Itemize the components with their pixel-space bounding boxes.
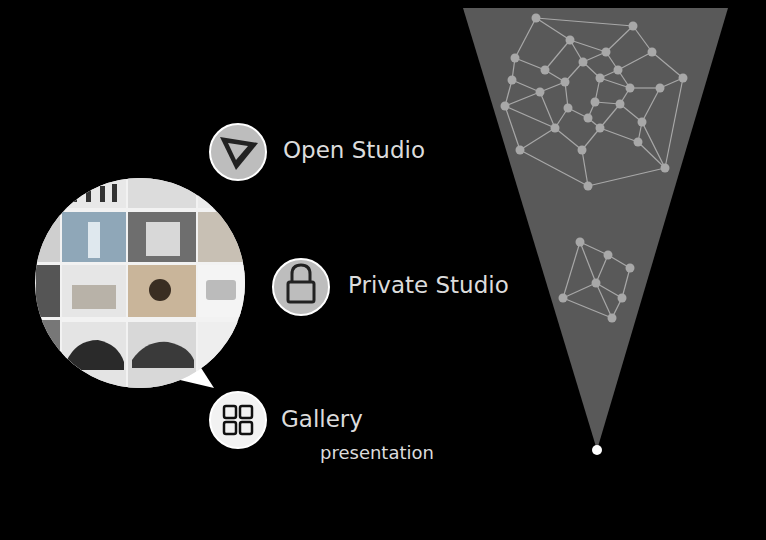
- network-dot: [626, 264, 635, 273]
- network-line: [582, 150, 588, 186]
- network-dot: [616, 100, 625, 109]
- network-dot: [579, 58, 588, 67]
- network-dot: [584, 114, 593, 123]
- network-dot: [596, 124, 605, 133]
- network-line: [618, 52, 652, 70]
- network-line: [580, 242, 596, 283]
- network-dot: [501, 102, 510, 111]
- network-dot: [564, 104, 573, 113]
- network-dot: [618, 294, 627, 303]
- menu-label: Private Studio: [348, 272, 509, 300]
- network-dot: [596, 74, 605, 83]
- origin-dot: [592, 445, 602, 455]
- network-dot: [614, 66, 623, 75]
- network-dot: [648, 48, 657, 57]
- network-dot: [578, 146, 587, 155]
- network-line: [596, 283, 612, 318]
- network-dot: [536, 88, 545, 97]
- network-line: [638, 142, 665, 168]
- network-line: [665, 78, 683, 168]
- network-line: [652, 52, 683, 78]
- network-dot: [591, 98, 600, 107]
- network-line: [505, 106, 520, 150]
- network-line: [600, 78, 630, 88]
- menu-label: presentation: [320, 442, 434, 464]
- open-icon-mark: [220, 137, 258, 170]
- network-dot: [532, 14, 541, 23]
- network-line: [536, 18, 570, 40]
- network-dot: [604, 251, 613, 260]
- lock-icon: [273, 259, 329, 315]
- network-line: [555, 128, 582, 150]
- network-line: [600, 104, 620, 128]
- network-line: [520, 128, 555, 150]
- network-dot: [541, 66, 550, 75]
- network-dot: [634, 138, 643, 147]
- network-dot: [656, 84, 665, 93]
- network-dot: [592, 279, 601, 288]
- network-line: [520, 150, 588, 186]
- network-line: [505, 106, 555, 128]
- network-dot: [508, 76, 517, 85]
- network: [501, 14, 688, 323]
- network-dot: [561, 78, 570, 87]
- network-line: [588, 168, 665, 186]
- network-dot: [576, 238, 585, 247]
- network-line: [563, 283, 596, 298]
- network-line: [536, 18, 633, 26]
- network-dot: [629, 22, 638, 31]
- network-line: [600, 128, 638, 142]
- network-line: [563, 242, 580, 298]
- network-line: [512, 80, 540, 92]
- network-dot: [516, 146, 525, 155]
- network-dot: [566, 36, 575, 45]
- grid-icon: [210, 392, 266, 448]
- network-dot: [638, 118, 647, 127]
- network-dot: [626, 84, 635, 93]
- network-line: [622, 268, 630, 298]
- network-line: [505, 92, 540, 106]
- open-icon: [210, 124, 266, 180]
- network-dot: [608, 314, 617, 323]
- network-line: [545, 40, 570, 70]
- menu-label: Gallery: [281, 406, 363, 434]
- network-dot: [584, 182, 593, 191]
- network-dot: [602, 48, 611, 57]
- beam-triangle: [463, 8, 728, 450]
- network-line: [606, 26, 633, 52]
- network-dot: [559, 294, 568, 303]
- menu-label: Open Studio: [283, 137, 425, 165]
- network-line: [642, 122, 665, 168]
- network-line: [515, 58, 545, 70]
- network-dot: [511, 54, 520, 63]
- network-line: [633, 26, 652, 52]
- network-line: [642, 88, 660, 122]
- network-line: [515, 18, 536, 58]
- network-dot: [661, 164, 670, 173]
- network-line: [596, 255, 608, 283]
- photo-collage: [30, 170, 250, 400]
- network-dot: [551, 124, 560, 133]
- network-dot: [679, 74, 688, 83]
